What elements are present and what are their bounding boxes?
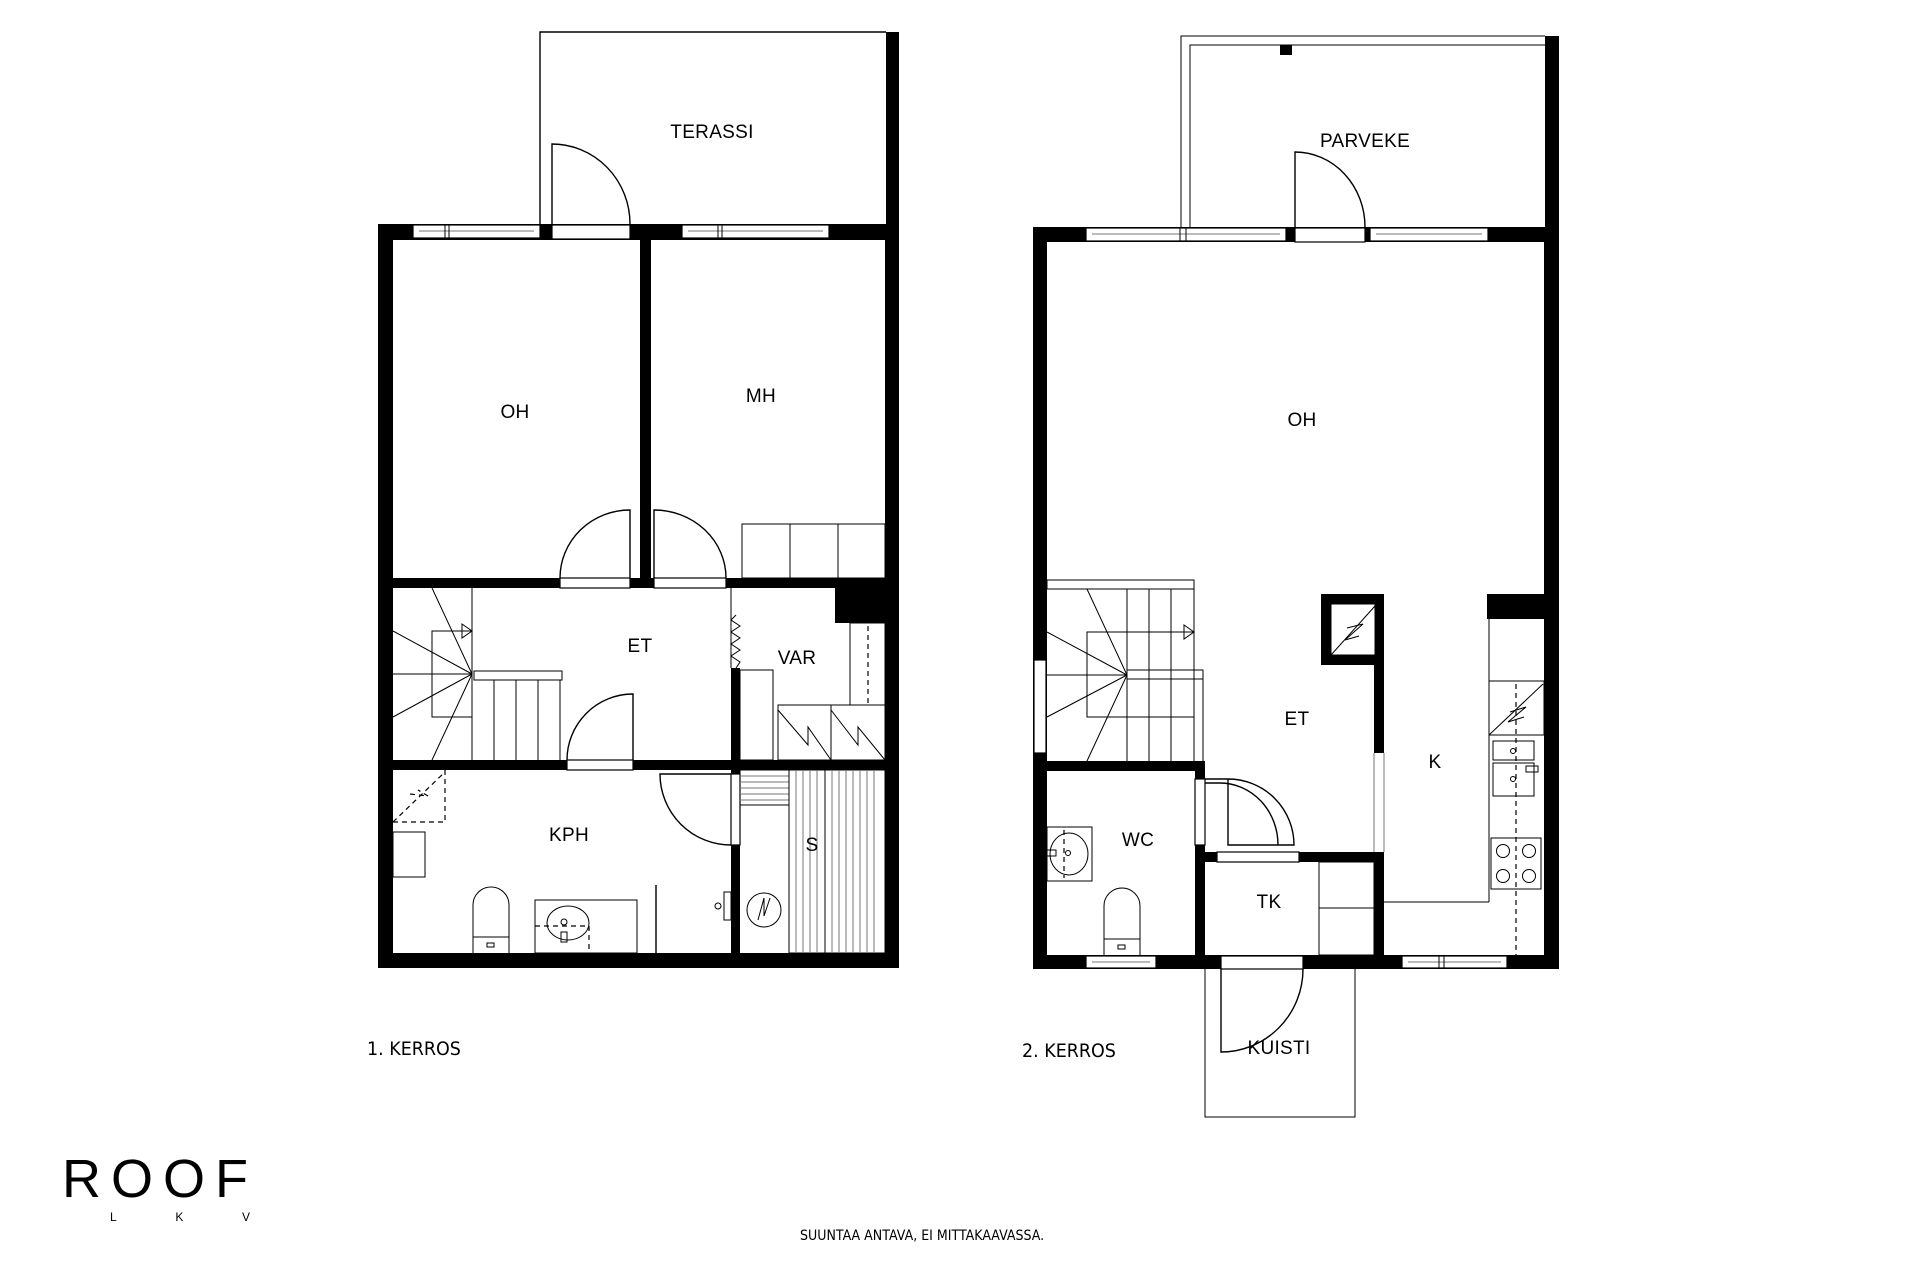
floor-2-title: 2. KERROS bbox=[1022, 1040, 1116, 1062]
room-label-living-room-f1: OH bbox=[500, 402, 530, 423]
logo-subtitle: L K V bbox=[110, 1210, 250, 1224]
floor-2-plan bbox=[1033, 35, 1559, 1118]
floor-1-plan bbox=[378, 31, 899, 968]
room-label-utility: TK bbox=[1256, 892, 1282, 913]
room-label-kitchen: K bbox=[1428, 752, 1442, 773]
room-label-bedroom: MH bbox=[745, 386, 777, 407]
room-label-porch: KUISTI bbox=[1247, 1038, 1311, 1059]
floor-1-title: 1. KERROS bbox=[367, 1038, 461, 1060]
logo-sub-letter: V bbox=[241, 1210, 250, 1224]
roof-lkv-logo: ROOF L K V bbox=[62, 1152, 302, 1224]
room-label-sauna: S bbox=[805, 835, 819, 856]
room-label-terrace: TERASSI bbox=[670, 122, 754, 143]
room-label-living-room-f2: OH bbox=[1287, 410, 1317, 431]
disclaimer-caption: SUUNTAA ANTAVA, EI MITTAKAAVASSA. bbox=[800, 1228, 1045, 1244]
logo-wordmark: ROOF bbox=[62, 1149, 258, 1209]
room-label-storage: VAR bbox=[777, 648, 817, 669]
room-label-bathroom: KPH bbox=[549, 825, 589, 846]
room-label-hallway-f2: ET bbox=[1284, 709, 1310, 730]
room-label-toilet: WC bbox=[1121, 830, 1155, 851]
logo-sub-letter: L bbox=[110, 1210, 117, 1224]
room-label-balcony: PARVEKE bbox=[1319, 131, 1411, 152]
room-label-hallway-f1: ET bbox=[627, 636, 653, 657]
logo-sub-letter: K bbox=[175, 1210, 184, 1224]
